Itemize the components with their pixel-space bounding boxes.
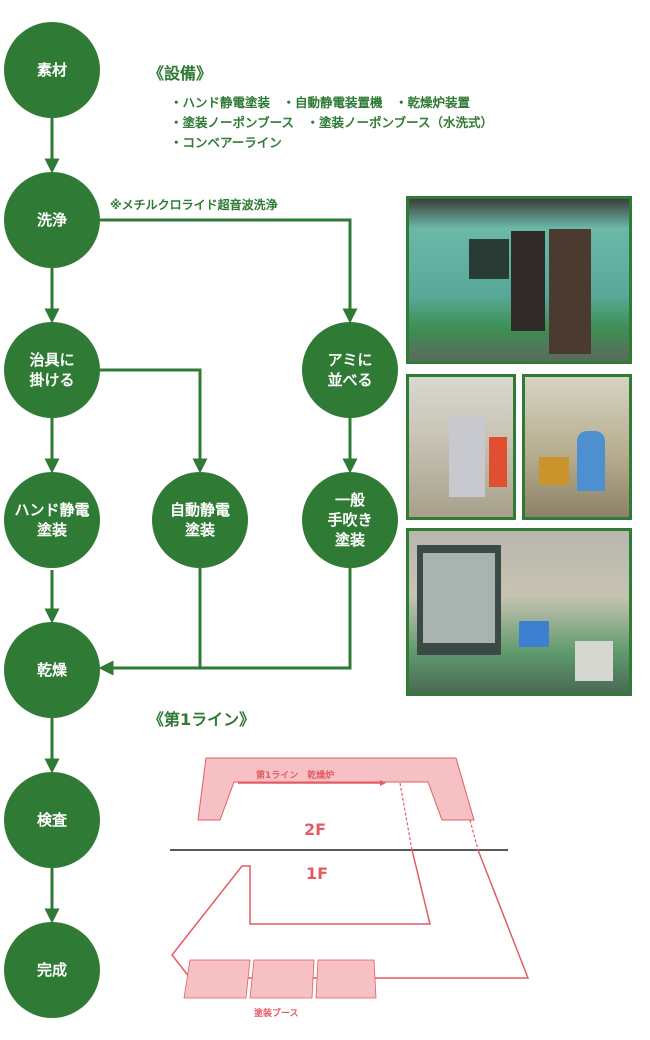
equipment-item: ・塗装ノーポンブース ・塗装ノーポンブース（水洗式） (170, 115, 494, 130)
rise-dashed-line (469, 819, 479, 851)
photo-line-interior (406, 528, 632, 696)
photo-worker (522, 374, 632, 520)
arrow-wash-mesh (100, 218, 358, 324)
step-mesh: アミに 並べる (302, 322, 398, 418)
booth-blocks (183, 959, 377, 999)
step-inspect: 検査 (4, 772, 100, 868)
booth-label: 塗装ブース (254, 1009, 299, 1019)
photo-booth-exterior (406, 196, 632, 364)
photo-conveyor (406, 374, 516, 520)
oven-label: 第1ライン 乾燥炉 (256, 771, 335, 781)
line-heading: 《第1ライン》 (148, 710, 256, 729)
step-hand-electrostatic: ハンド静電 塗装 (4, 472, 100, 568)
conveyor-route-1f (171, 849, 530, 979)
equipment-item: ・コンベアーライン (170, 135, 282, 150)
step-jig: 治具に 掛ける (4, 322, 100, 418)
step-complete: 完成 (4, 922, 100, 1018)
floor-2f-label: 2F (304, 820, 327, 839)
equipment-item: ・ハンド静電塗装 ・自動静電装置機 ・乾燥炉装置 (170, 95, 471, 110)
floor-1f-label: 1F (306, 864, 329, 883)
drop-dashed-line (399, 782, 413, 851)
wash-note: ※メチルクロライド超音波洗浄 (110, 198, 278, 212)
arrow-jig-auto (100, 368, 208, 474)
step-dry: 乾燥 (4, 622, 100, 718)
step-auto-electrostatic: 自動静電 塗装 (152, 472, 248, 568)
oven-area (197, 757, 475, 821)
arrow-spray-dry (98, 568, 352, 676)
equipment-heading: 《設備》 (148, 64, 213, 83)
step-wash: 洗浄 (4, 172, 100, 268)
step-material: 素材 (4, 22, 100, 118)
step-spray: 一般 手吹き 塗装 (302, 472, 398, 568)
